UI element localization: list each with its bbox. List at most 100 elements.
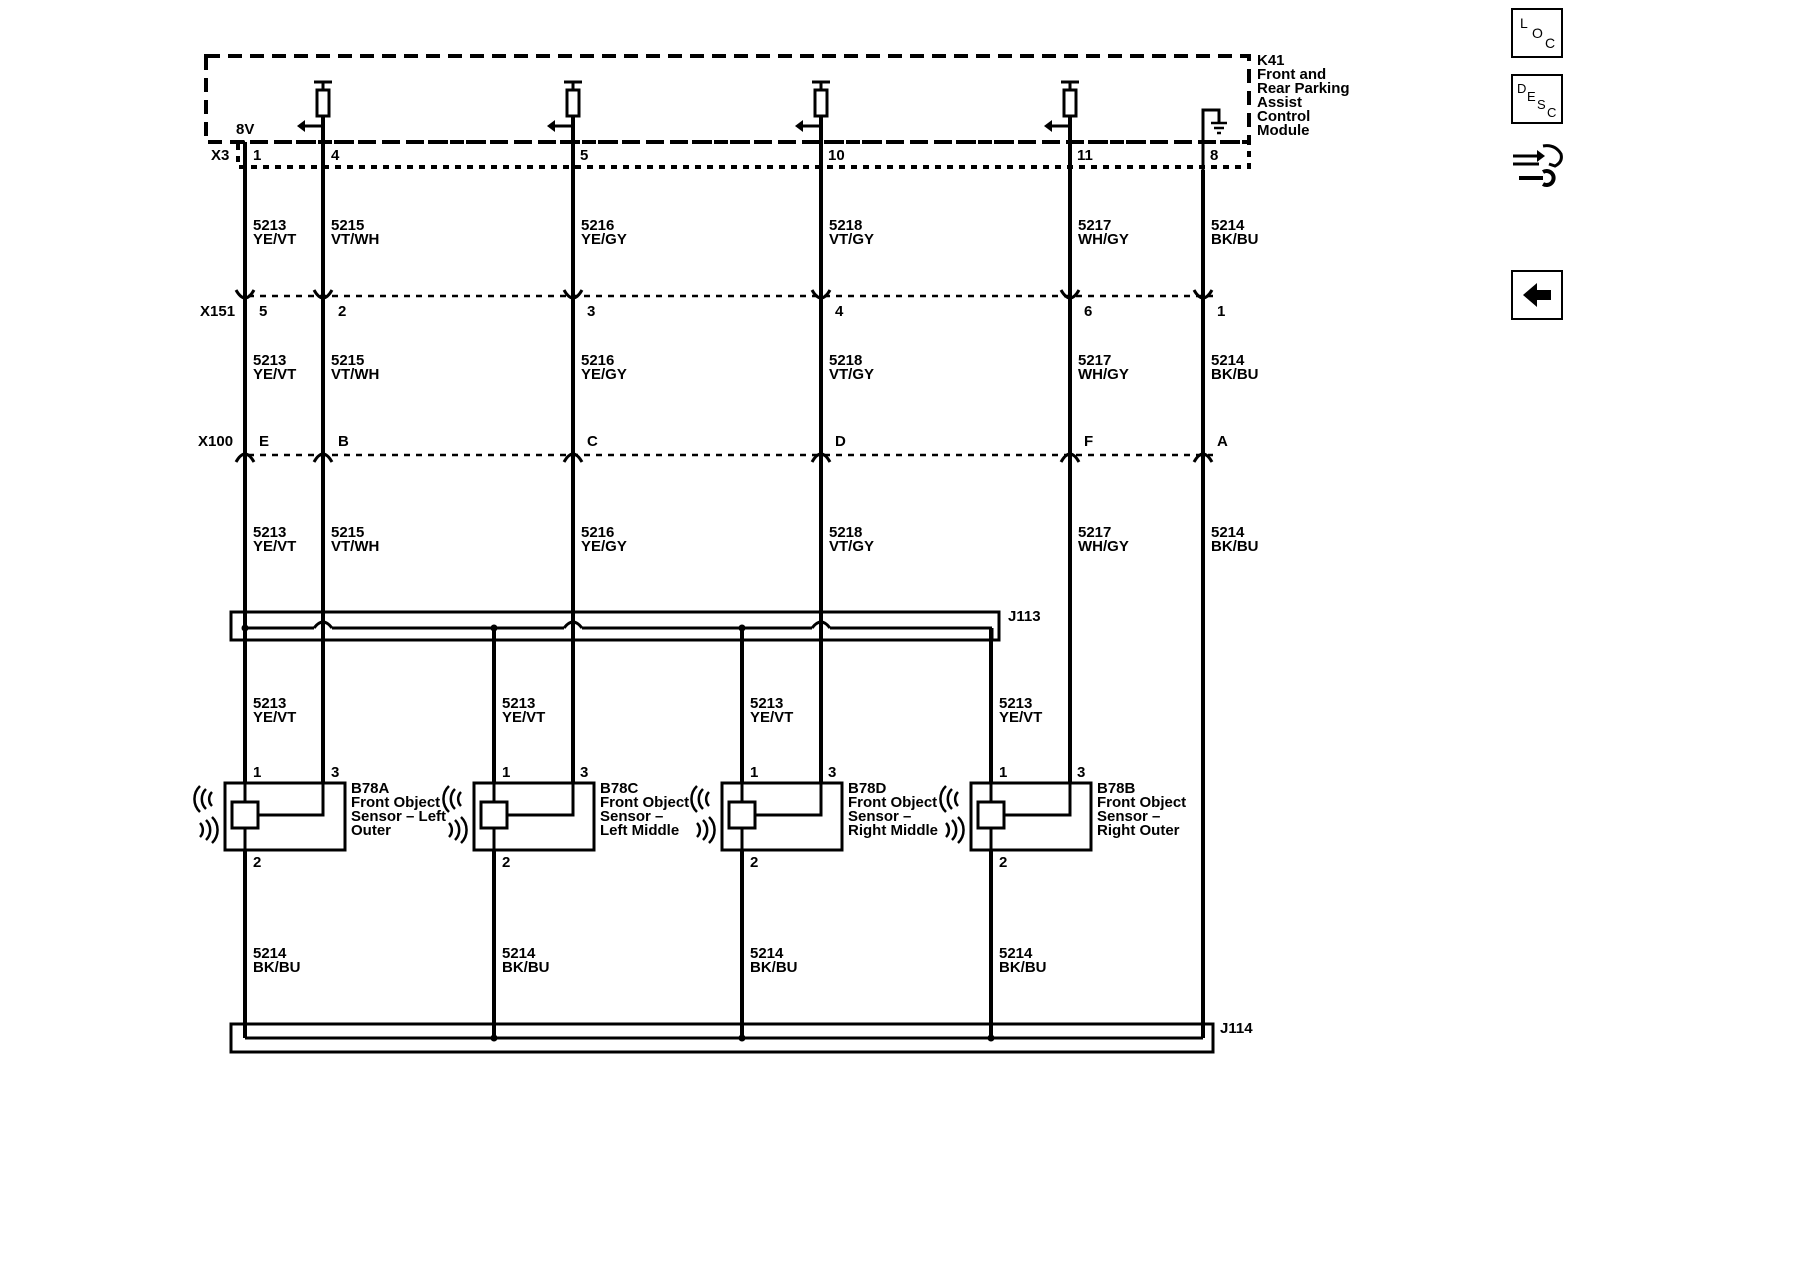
wire-color: VT/GY [829,231,874,248]
sensor-name-line: Right Middle [848,822,938,839]
wire-color: YE/VT [253,366,296,383]
circuit-number: 5213 [999,695,1032,712]
module-name-line: Front and [1257,66,1326,83]
circuit-number: 5214 [502,945,536,962]
wire-color: YE/VT [999,709,1042,726]
module-name-line: Rear Parking [1257,80,1350,97]
circuit-number: 5216 [581,524,614,541]
sensor-id: B78D [848,780,887,797]
sensor-pin-label: 1 [253,764,261,781]
sensor-name-line: Sensor – [1097,808,1160,825]
sensor-id: B78C [600,780,639,797]
sensor-b78a: 1 3 2 B78A Front Object Sensor – Left Ou… [193,764,446,871]
module-name-line: Module [1257,122,1310,139]
sensor-pin-label: 2 [999,854,1007,871]
x3-pin-label: 1 [253,147,261,164]
ultrasonic-wave-icon [939,785,965,844]
arrow-left-icon [1523,283,1551,307]
sensor-pin-label: 1 [999,764,1007,781]
x151-connector-label: X151 [200,303,235,320]
input-circuit-icon [795,80,830,170]
module-name-line: Control [1257,108,1310,125]
circuit-number: 5214 [1211,217,1245,234]
x3-connector-label: X3 [211,147,229,164]
wire-color: VT/WH [331,231,379,248]
loc-icon: L O C [1520,15,1555,51]
ultrasonic-wave-icon [193,785,219,844]
x3-connector-band [236,140,1251,169]
desc-icon: D E S C [1517,81,1556,120]
wire-color: WH/GY [1078,538,1129,555]
desc-button[interactable]: D E S C [1511,74,1563,124]
wire-color: YE/VT [750,709,793,726]
wire-color: BK/BU [253,959,301,976]
loc-letter: C [1545,35,1555,51]
desc-letter: C [1547,105,1556,120]
circuit-number: 5214 [750,945,784,962]
circuit-number: 5213 [253,352,286,369]
k41-module: K41 Front and Rear Parking Assist Contro… [204,52,1350,170]
x100-pin-label: D [835,433,846,450]
circuit-number: 5213 [253,217,286,234]
circuit-number: 5217 [1078,217,1111,234]
x100-pin-label: B [338,433,349,450]
sensor-name-line: Front Object [600,794,689,811]
circuit-number: 5214 [999,945,1033,962]
wire-color: VT/GY [829,366,874,383]
circuit-wires [243,170,1205,1038]
back-button[interactable] [1511,270,1563,320]
wire-color: BK/BU [999,959,1047,976]
wire-color: YE/GY [581,231,627,248]
sensor-b78c: 1 3 2 B78C Front Object Sensor – Left Mi… [442,764,689,871]
wire-color: VT/WH [331,538,379,555]
sensor-pin-label: 2 [502,854,510,871]
circuit-number: 5216 [581,352,614,369]
circuit-number: 5213 [750,695,783,712]
circuit-number: 5213 [253,524,286,541]
wire-color: VT/WH [331,366,379,383]
sensor-pin-label: 1 [750,764,758,781]
loc-letter: O [1532,25,1543,41]
x100-pin-label: A [1217,433,1228,450]
sensor-wire-labels: 5213 YE/VT 5213 YE/VT 5213 YE/VT 5213 YE… [253,695,1047,976]
x3-pin-label: 4 [331,147,340,164]
wire-color: WH/GY [1078,366,1129,383]
wire-color: YE/GY [581,366,627,383]
x3-pin-label: 11 [1077,147,1093,164]
wire-color: BK/BU [750,959,798,976]
wire-color: BK/BU [1211,231,1259,248]
wire-color: YE/VT [502,709,545,726]
inline-connector-x100: X100 E B C D F A [198,433,1228,463]
splice-j113-label: J113 [1008,608,1041,625]
input-circuit-icon [297,80,332,170]
sensor-pin-label: 3 [828,764,836,781]
sensor-pin-label: 3 [331,764,339,781]
circuit-number: 5218 [829,352,862,369]
module-id: K41 [1257,52,1285,69]
wire-color: YE/GY [581,538,627,555]
sensor-name-line: Front Object [848,794,937,811]
wire-color: YE/VT [253,709,296,726]
loc-button[interactable]: L O C [1511,8,1563,58]
circuit-number: 5218 [829,524,862,541]
circuit-number: 5215 [331,524,364,541]
circuit-number: 5217 [1078,524,1111,541]
x100-connector-label: X100 [198,433,233,450]
module-boundary [204,54,1251,144]
inline-connector-x151: X151 5 2 3 4 6 1 [200,289,1225,320]
wire-color: YE/VT [253,538,296,555]
sensor-b78b: 1 3 2 B78B Front Object Sensor – Right O… [939,764,1186,871]
diagnostic-button[interactable] [1509,138,1565,190]
sensor-pin-label: 3 [580,764,588,781]
circuit-number: 5214 [253,945,287,962]
sensor-id: B78B [1097,780,1136,797]
ground-icon [1201,108,1227,170]
x100-pin-label: F [1084,433,1093,450]
splice-pack-j113: J113 [229,608,1041,642]
x3-pin-label: 10 [828,147,845,164]
reference-voltage-label: 8V [236,121,254,138]
x151-pin-label: 3 [587,303,595,320]
sensor-b78d: 1 3 2 B78D Front Object Sensor – Right M… [690,764,938,871]
sensor-name-line: Right Outer [1097,822,1180,839]
sensor-pin-label: 2 [253,854,261,871]
